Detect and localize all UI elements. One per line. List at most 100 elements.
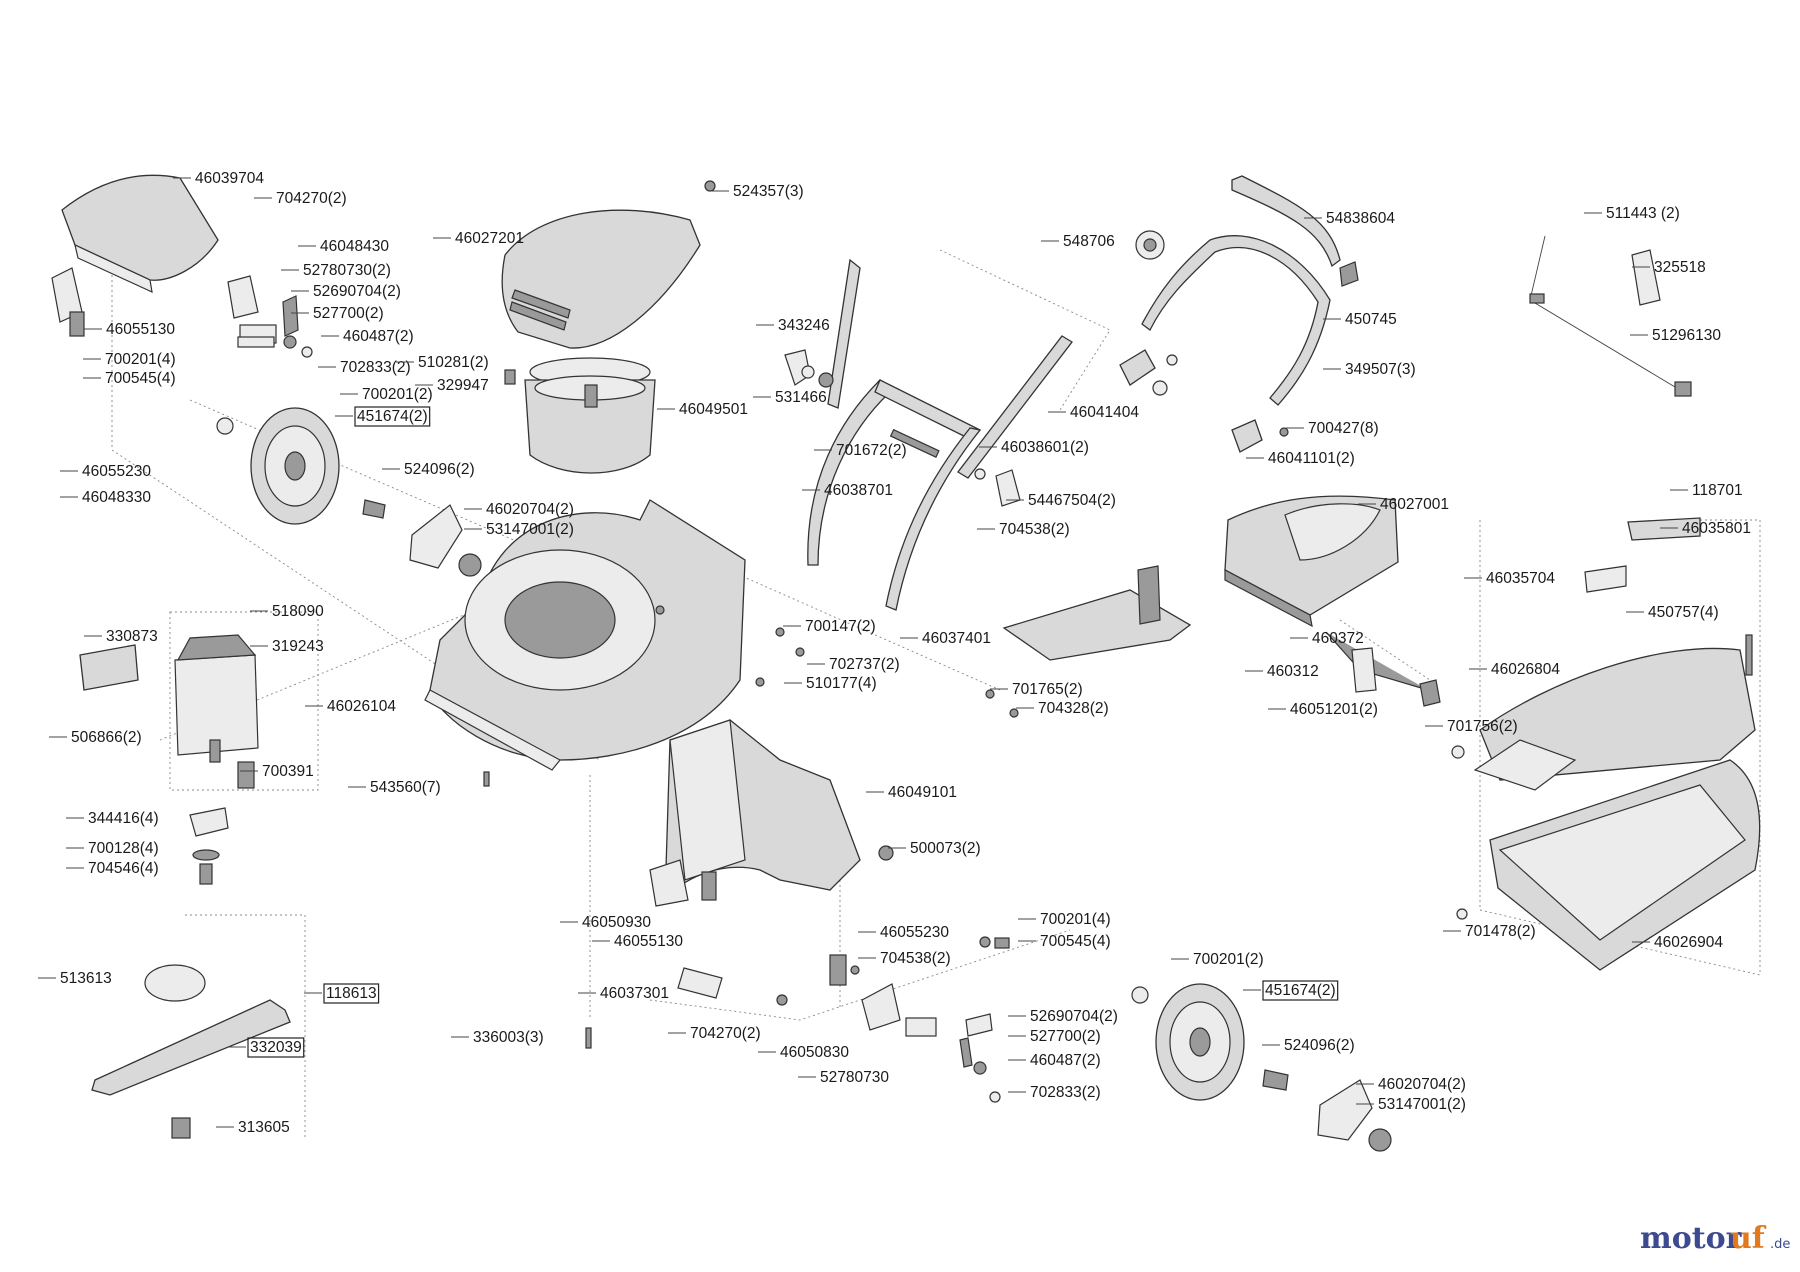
part-number-label: 450745 xyxy=(1345,311,1397,328)
part-number-label: 518090 xyxy=(272,603,324,620)
part-callout: 543560(7) xyxy=(348,779,441,796)
part-callout: 700201(4) xyxy=(1018,911,1111,928)
part-callout: 704546(4) xyxy=(66,860,159,877)
part-number-label: 701756(2) xyxy=(1447,718,1518,735)
part-number-label: 524357(3) xyxy=(733,183,804,200)
part-callout: 46020704(2) xyxy=(464,501,574,518)
part-callout: 460372 xyxy=(1290,630,1364,647)
part-callout: 702833(2) xyxy=(318,359,411,376)
part-number-label: 531466 xyxy=(775,389,827,406)
part-number-label: 451674(2) xyxy=(357,408,428,425)
part-callout: 450757(4) xyxy=(1626,604,1719,621)
part-number-label: 701672(2) xyxy=(836,442,907,459)
fill-indicator xyxy=(1325,631,1441,707)
part-number-label: 510281(2) xyxy=(418,354,489,371)
part-callout: 700201(2) xyxy=(340,386,433,403)
part-callout: 510281(2) xyxy=(396,354,489,371)
watermark-brand-primary: motor xyxy=(1640,1221,1743,1256)
part-number-label: 704538(2) xyxy=(999,521,1070,538)
part-callout: 704538(2) xyxy=(977,521,1070,538)
part-number-label: 46027201 xyxy=(455,230,524,247)
part-number-label: 349507(3) xyxy=(1345,361,1416,378)
part-number-label: 700427(8) xyxy=(1308,420,1379,437)
part-number-label: 527700(2) xyxy=(1030,1028,1101,1045)
part-callout: 332039 xyxy=(228,1037,305,1058)
part-number-label: 700147(2) xyxy=(805,618,876,635)
part-callout: 313605 xyxy=(216,1119,290,1136)
part-number-label: 51296130 xyxy=(1652,327,1721,344)
part-callout: 46035704 xyxy=(1464,570,1555,587)
part-number-label: 46027001 xyxy=(1380,496,1449,513)
part-number-label: 701478(2) xyxy=(1465,923,1536,940)
part-number-label: 46038601(2) xyxy=(1001,439,1089,456)
part-number-label: 46050830 xyxy=(780,1044,849,1061)
part-number-label: 46041101(2) xyxy=(1268,450,1355,467)
mulch-insert xyxy=(1002,565,1192,661)
part-callout: 548706 xyxy=(1041,233,1115,250)
part-number-label: 46041404 xyxy=(1070,404,1139,421)
part-number-label: 46039704 xyxy=(195,170,264,187)
part-number-label: 46020704(2) xyxy=(1378,1076,1466,1093)
part-number-label: 543560(7) xyxy=(370,779,441,796)
part-callout: 118701 xyxy=(1670,482,1743,499)
part-callout: 513613 xyxy=(38,970,112,987)
part-number-label: 46037301 xyxy=(600,985,669,1002)
part-callout: 46035801 xyxy=(1660,520,1751,537)
part-number-label: 513613 xyxy=(60,970,112,987)
part-callout: 46038701 xyxy=(802,482,893,499)
part-callout: 460312 xyxy=(1245,663,1319,680)
part-callout: 46050930 xyxy=(560,914,651,931)
grass-catcher-box xyxy=(1451,517,1761,971)
part-number-label: 511443 (2) xyxy=(1606,205,1680,222)
upper-handle xyxy=(1119,175,1359,453)
part-callout: 349507(3) xyxy=(1323,361,1416,378)
electric-motor xyxy=(79,634,259,885)
part-callout: 46027201 xyxy=(433,230,524,247)
part-number-label: 46048330 xyxy=(82,489,151,506)
part-number-label: 46050930 xyxy=(582,914,651,931)
part-callouts: 46039704704270(2)4604843052780730(2)5269… xyxy=(38,170,1751,1136)
watermark-brand-accent: uf xyxy=(1730,1221,1767,1256)
part-callout: 500073(2) xyxy=(888,840,981,857)
part-callout: 700391 xyxy=(240,763,314,780)
part-callout: 700545(4) xyxy=(83,370,176,387)
part-callout: 46026904 xyxy=(1632,934,1723,951)
part-number-label: 46037401 xyxy=(922,630,991,647)
part-callout: 700147(2) xyxy=(783,618,876,635)
part-callout: 531466 xyxy=(753,389,827,406)
part-callout: 46049101 xyxy=(866,784,957,801)
part-number-label: 46055230 xyxy=(82,463,151,480)
part-callout: 336003(3) xyxy=(451,1029,544,1046)
part-callout: 329947 xyxy=(415,377,489,394)
part-number-label: 46038701 xyxy=(824,482,893,499)
part-callout: 451674(2) xyxy=(1243,980,1339,1001)
part-callout: 450745 xyxy=(1323,311,1397,328)
part-number-label: 700201(4) xyxy=(1040,911,1111,928)
part-callout: 701672(2) xyxy=(814,442,907,459)
part-callout: 524357(3) xyxy=(711,183,804,200)
part-callout: 700201(2) xyxy=(1171,951,1264,968)
part-callout: 46055130 xyxy=(592,933,683,950)
part-number-label: 450757(4) xyxy=(1648,604,1719,621)
part-callout: 330873 xyxy=(84,628,158,645)
part-number-label: 704328(2) xyxy=(1038,700,1109,717)
part-number-label: 52780730 xyxy=(820,1069,889,1086)
part-number-label: 46049501 xyxy=(679,401,748,418)
part-callout: 704270(2) xyxy=(254,190,347,207)
part-number-label: 54838604 xyxy=(1326,210,1395,227)
part-number-label: 319243 xyxy=(272,638,324,655)
motor-housing xyxy=(504,357,656,474)
part-callout: 524096(2) xyxy=(1262,1037,1355,1054)
part-callout: 52780730(2) xyxy=(281,262,391,279)
part-callout: 54467504(2) xyxy=(1006,492,1116,509)
part-number-label: 336003(3) xyxy=(473,1029,544,1046)
lower-handle-bars xyxy=(784,258,1073,611)
part-number-label: 510177(4) xyxy=(806,675,877,692)
part-callout: 46027001 xyxy=(1358,496,1449,513)
part-callout: 54838604 xyxy=(1304,210,1395,227)
part-callout: 46055230 xyxy=(60,463,151,480)
grass-box-lid xyxy=(1224,495,1399,628)
part-number-label: 46051201(2) xyxy=(1290,701,1378,718)
part-callout: 52690704(2) xyxy=(291,283,401,300)
